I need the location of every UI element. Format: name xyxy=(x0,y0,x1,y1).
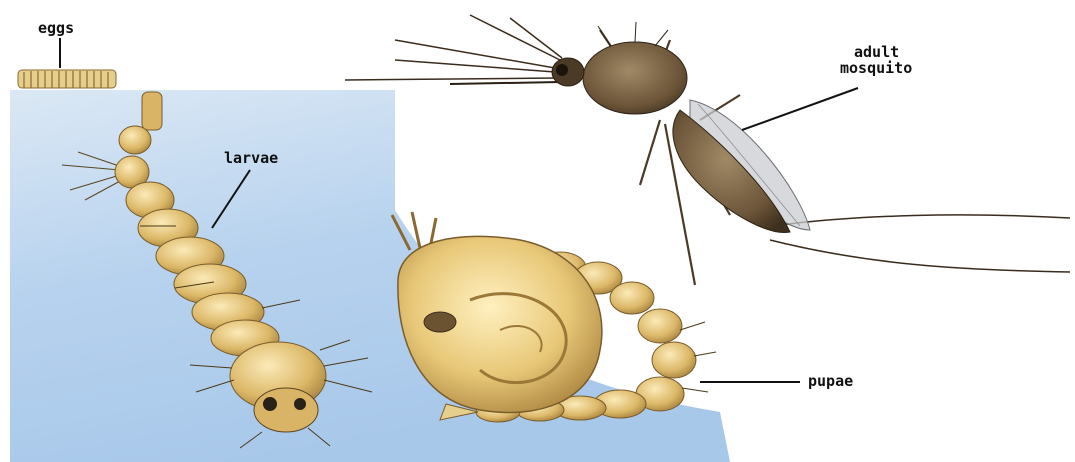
pupae-label: pupae xyxy=(808,373,853,389)
adult-label-line-2: mosquito xyxy=(840,60,912,76)
adult-mosquito-label: adult mosquito xyxy=(840,44,912,76)
pupa-illustration xyxy=(392,212,716,422)
eggs-label: eggs xyxy=(38,20,74,36)
adult-leader-line xyxy=(742,88,858,130)
adult-label-line-1: adult xyxy=(840,44,912,60)
larvae-label: larvae xyxy=(224,150,278,166)
egg-raft xyxy=(18,70,116,88)
